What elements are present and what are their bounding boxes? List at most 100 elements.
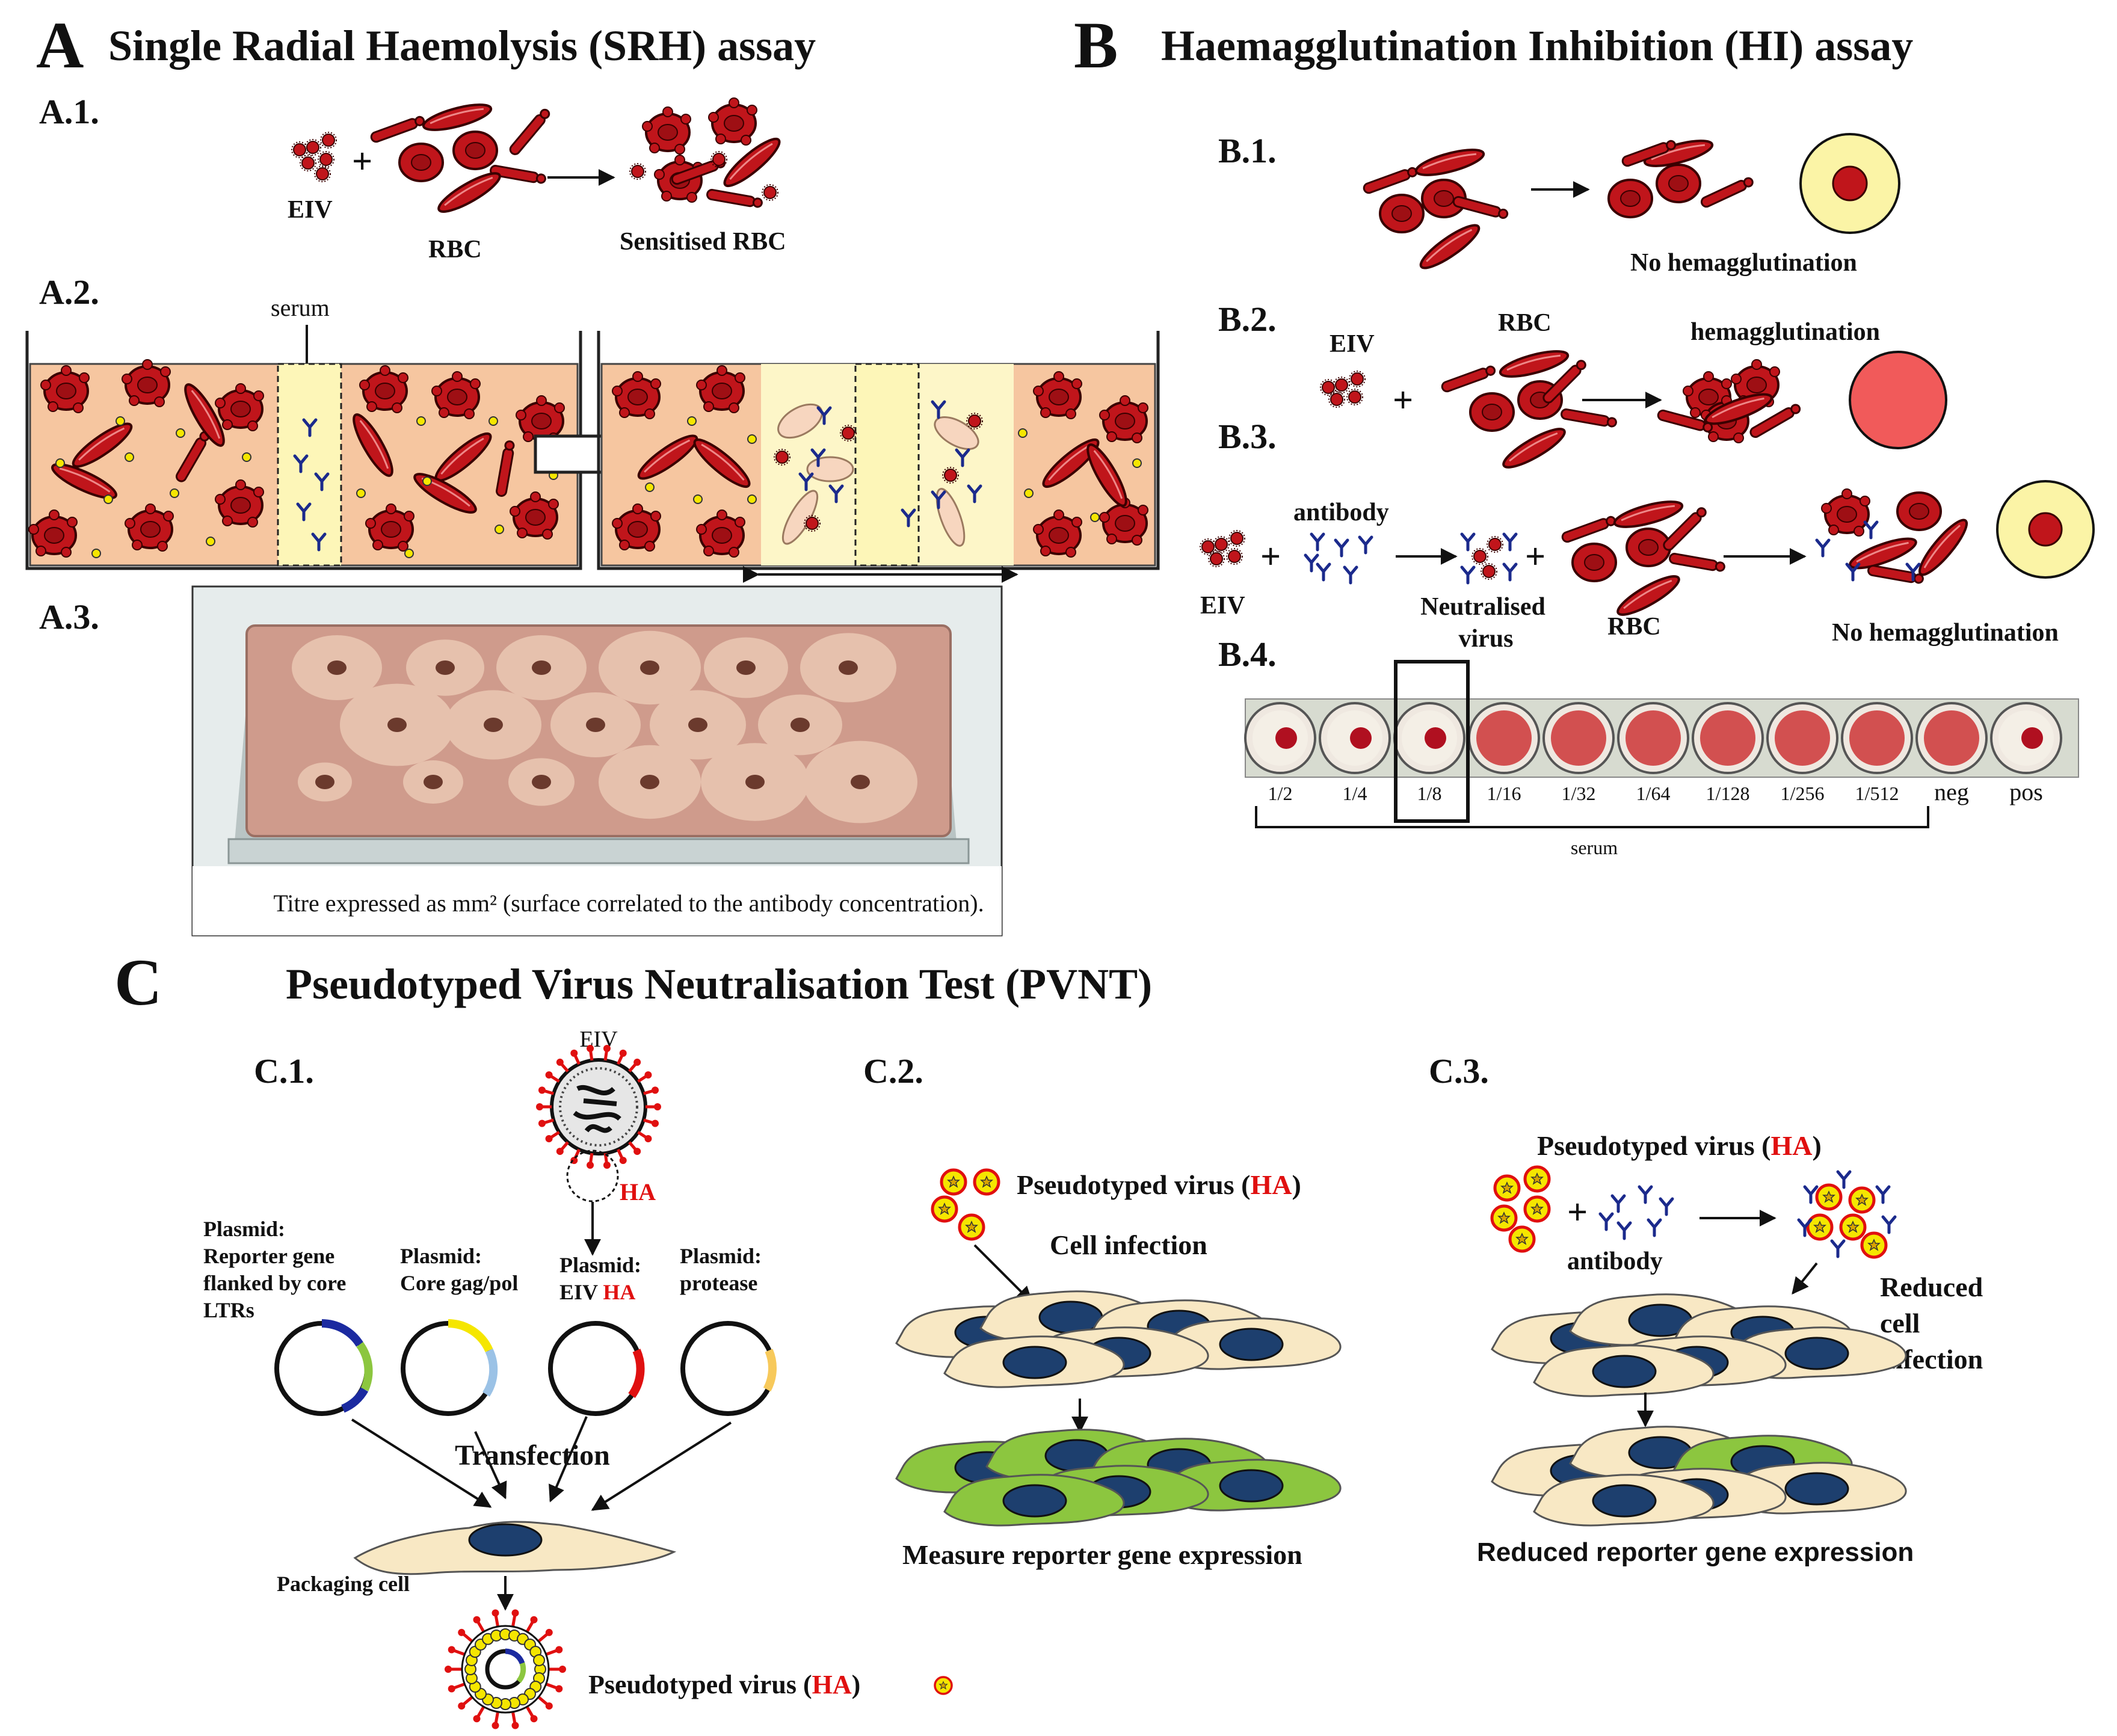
c3-plus: + (1567, 1192, 1588, 1232)
ha-spike-head (652, 1119, 659, 1127)
panel-c: C Pseudotyped Virus Neutralisation Test … (114, 946, 1983, 1729)
panel-a: A Single Radial Haemolysis (SRH) assay A… (25, 8, 1160, 937)
a2-serum-label: serum (271, 294, 330, 321)
c2-infection-arrow (973, 1244, 1033, 1304)
c2-pseudo-suffix: ) (1292, 1169, 1301, 1200)
c3-pseudo-suffix: ) (1812, 1130, 1821, 1161)
ha-spike-head (556, 1148, 564, 1156)
a3-well-hole (436, 660, 455, 675)
ha-spike-head (644, 1071, 652, 1079)
c3-neutralised-cluster (1799, 1172, 1895, 1257)
ha-spike-head (619, 1049, 627, 1057)
a2-gel-right (597, 331, 1160, 583)
b4-well-label: pos (2009, 778, 2043, 805)
c1-arrow-3 (549, 1416, 588, 1503)
b4-label: B.4. (1218, 635, 1277, 674)
c3-pseudo-cluster (1492, 1167, 1549, 1251)
b4-well-label: 1/256 (1781, 783, 1825, 804)
c2-pseudo-label: Pseudotyped virus (HA) (1017, 1169, 1301, 1200)
b4-well-agglutinated (1476, 710, 1532, 766)
c1-plasmid-4-line-2: protease (680, 1271, 757, 1295)
ha-spike-head (654, 1103, 661, 1110)
c1-plasmid-1-line-3: flanked by core (203, 1271, 346, 1295)
b4-serum-bracket (1255, 806, 1929, 828)
c3-cell-layer-top (1491, 1293, 1907, 1397)
a3-well-hole (851, 775, 870, 789)
b2-agglutinated-group (1656, 360, 1803, 443)
panel-a-letter: A (36, 8, 84, 82)
b2-well-agglutinated (1849, 351, 1947, 449)
a1-eiv-cluster (291, 132, 337, 182)
pv-spike-head (473, 1715, 481, 1723)
c3-reduced-expression: Reduced reporter gene expression (1477, 1537, 1914, 1567)
c2-cell-layer-top (895, 1290, 1342, 1388)
c1-plasmid-3-ha: HA (603, 1280, 635, 1304)
c1-plasmid-3 (548, 1321, 645, 1416)
pv-spike-head (448, 1685, 455, 1693)
c1-plasmid-3-line-1: Plasmid: (559, 1253, 641, 1277)
a3-well-hole (736, 660, 756, 675)
c1-plasmid-4-line-1: Plasmid: (680, 1244, 762, 1268)
c3-reduced-2: cell (1880, 1308, 1920, 1338)
c1-plasmid-3-line-2: EIV HA (559, 1280, 635, 1304)
b4-button (1350, 727, 1372, 749)
b3-well (1996, 480, 2095, 579)
a3-label: A.3. (39, 597, 99, 636)
pv-spike-head (530, 1616, 538, 1624)
b1-rbc-group (1361, 143, 1509, 275)
c3-cell-layer-bottom (1491, 1426, 1907, 1527)
c3-antibody-label: antibody (1567, 1248, 1663, 1275)
ha-spike-head (545, 1134, 553, 1142)
panel-c-title: Pseudotyped Virus Neutralisation Test (P… (286, 960, 1152, 1008)
b1-no-hemagglutination: No hemagglutination (1630, 249, 1857, 277)
b1-well (1799, 133, 1900, 234)
c1-plasmid-2-line-2: Core gag/pol (400, 1271, 518, 1295)
a1-eiv-label: EIV (288, 196, 333, 224)
c1-pseudo-label: Pseudotyped virus (HA) (588, 1670, 860, 1699)
a2-serum-well-right (854, 363, 920, 567)
c1-plasmid-1-line-2: Reporter gene (203, 1244, 334, 1268)
c1-plasmid-4 (680, 1321, 777, 1416)
a1-label: A.1. (39, 92, 99, 131)
b4-well-label: 1/4 (1343, 783, 1367, 804)
b4-well-agglutinated (1775, 710, 1830, 766)
c2-pseudo-prefix: Pseudotyped virus ( (1017, 1169, 1250, 1200)
a3-well-hole (424, 775, 443, 789)
c3-antibody-group (1600, 1187, 1672, 1239)
a3-well-hole (387, 718, 407, 732)
c1-arrow-1 (351, 1418, 492, 1508)
c1-pseudo-legend-icon (934, 1676, 953, 1695)
ha-spike-head (633, 1058, 641, 1066)
pv-bead (533, 1654, 546, 1666)
b4-well-label: neg (1934, 778, 1969, 805)
b4-button (1275, 727, 1297, 749)
b4-well-agglutinated (1700, 710, 1755, 766)
pv-spike-head (530, 1715, 538, 1723)
c2-label: C.2. (863, 1051, 923, 1091)
b4-well-label: 1/128 (1706, 783, 1750, 804)
c2-pseudo-cluster (932, 1170, 999, 1239)
b3-eiv-cluster (1200, 530, 1245, 567)
ha-spike-head (556, 1058, 564, 1066)
panel-a-title: Single Radial Haemolysis (SRH) assay (108, 22, 816, 70)
ha-spike-head (603, 1044, 611, 1052)
b3-antibody-label: antibody (1293, 499, 1389, 526)
a2-right-yellow-dots (645, 416, 1142, 522)
a2-gel-left (25, 331, 582, 570)
a2-right-ghosts (777, 403, 979, 547)
c1-packaging-label: Packaging cell (277, 1572, 410, 1596)
b4-button (1425, 727, 1446, 749)
a3-well-hole (790, 718, 810, 732)
ha-spike-head (538, 1119, 546, 1127)
pv-spike-head (559, 1666, 566, 1673)
a3-caption: Titre expressed as mm² (surface correlat… (273, 890, 984, 917)
panel-c-letter: C (114, 946, 162, 1019)
ha-spike-head (536, 1103, 543, 1110)
b3-rbc-group (1560, 495, 1727, 622)
b2-eiv-cluster (1320, 371, 1366, 408)
c1-pseudo-prefix: Pseudotyped virus ( (588, 1670, 812, 1699)
ha-spike-head (587, 1162, 594, 1169)
a1-rbc-label: RBC (428, 236, 482, 263)
b3-antibody-group (1305, 534, 1372, 583)
